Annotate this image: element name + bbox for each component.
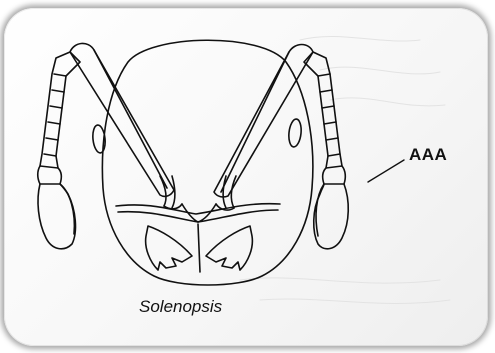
right-eye [288, 118, 303, 147]
callout-label-aaa: AAA [409, 145, 447, 165]
mandibles [146, 224, 253, 272]
callout-line [368, 160, 404, 182]
right-antenna [214, 45, 348, 249]
clypeus [116, 176, 280, 222]
figure-caption: Solenopsis [139, 297, 222, 317]
head-capsule [102, 40, 312, 285]
left-antenna [38, 43, 174, 248]
